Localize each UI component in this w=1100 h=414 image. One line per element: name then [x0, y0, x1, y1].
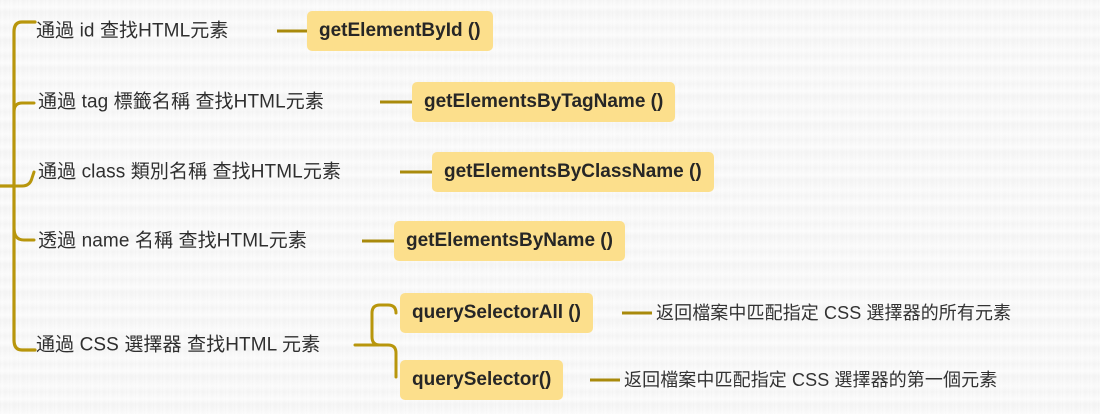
method-chip-query-selector-all[interactable]: querySelectorAll () [400, 293, 593, 333]
method-chip-get-element-by-id[interactable]: getElementById () [307, 11, 493, 51]
method-chip-get-elements-by-name[interactable]: getElementsByName () [394, 221, 625, 261]
method-chip-get-elements-by-tag-name[interactable]: getElementsByTagName () [412, 82, 676, 122]
description-query-selector-all: 返回檔案中匹配指定 CSS 選擇器的所有元素 [656, 303, 1012, 323]
branch-label-by-name: 透過 name 名稱 查找HTML元素 [38, 230, 307, 252]
root-bracket [12, 20, 37, 352]
branch-tip-by-class [12, 170, 36, 188]
description-query-selector: 返回檔案中匹配指定 CSS 選擇器的第一個元素 [624, 370, 998, 390]
branch-label-by-css-selector: 通過 CSS 選擇器 查找HTML 元素 [36, 334, 321, 356]
method-chip-query-selector[interactable]: querySelector() [400, 360, 564, 400]
css-sub-bracket [370, 303, 398, 379]
branch-label-by-id: 通過 id 查找HTML元素 [36, 20, 229, 42]
branch-tip-by-tag [12, 101, 36, 114]
branch-tip-by-name [12, 226, 36, 242]
method-chip-get-elements-by-class-name[interactable]: getElementsByClassName () [432, 152, 714, 192]
branch-label-by-class: 通過 class 類別名稱 查找HTML元素 [38, 161, 342, 183]
branch-label-by-tag: 通過 tag 標籤名稱 查找HTML元素 [38, 91, 324, 113]
